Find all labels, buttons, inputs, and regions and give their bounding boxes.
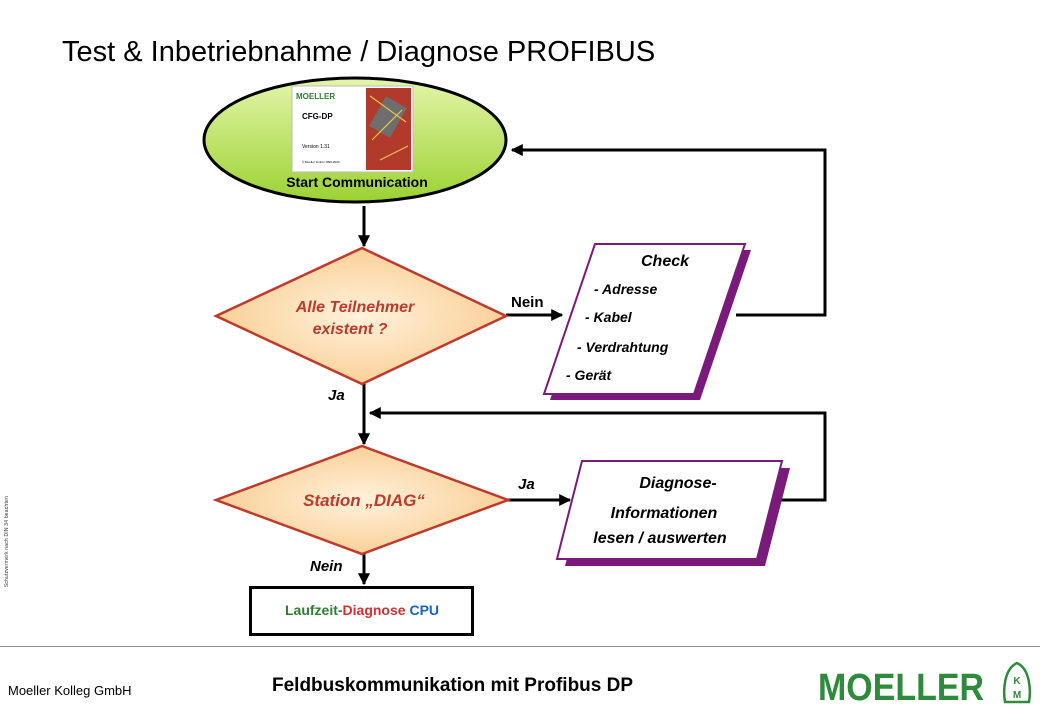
check-item: - Adresse: [594, 281, 658, 297]
footer-title: Feldbuskommunikation mit Profibus DP: [272, 675, 634, 696]
runtime-label-part3: CPU: [406, 602, 439, 618]
moeller-bell-icon: K M: [1002, 661, 1032, 704]
page-title: Test & Inbetriebnahme / Diagnose PROFIBU…: [62, 36, 656, 68]
footer-divider: [0, 646, 1040, 647]
decision2-label: Station „DIAG“: [303, 491, 425, 510]
svg-text:M: M: [1013, 690, 1021, 701]
decision1-line2: existent ?: [313, 321, 388, 338]
svg-text:Laufzeit-Diagnose CPU: Laufzeit-Diagnose CPU: [285, 602, 439, 618]
decision-station-diag: Station „DIAG“: [212, 444, 512, 556]
connectors: [358, 144, 827, 586]
runtime-label-part2: Diagnose: [343, 602, 406, 618]
edge-label-d1-no: Nein: [511, 294, 544, 311]
decision-all-participants: Alle Teilnehmer existent ?: [213, 246, 509, 386]
moeller-logo: MOELLER K M: [818, 661, 1032, 709]
splash-brand: MOELLER: [296, 92, 335, 101]
edge-diag-return: [368, 407, 827, 502]
edge-check-return: [510, 144, 827, 317]
diag-info-line3: lesen / auswerten: [593, 530, 727, 547]
splash-product: CFG-DP: [302, 112, 333, 121]
check-item: - Kabel: [585, 309, 633, 325]
edge-label-d2-yes: Ja: [518, 476, 535, 493]
cfg-dp-splash: MOELLER CFG-DP Version 1.31 © Moeller Gm…: [291, 85, 414, 173]
logo-wordmark: MOELLER: [818, 667, 984, 709]
footer-company: Moeller Kolleg GmbH: [8, 683, 132, 698]
check-item: - Gerät: [566, 367, 612, 383]
diagnose-info-box: Diagnose- Informationen lesen / auswerte…: [555, 460, 790, 566]
check-box: Check - Adresse - Kabel - Verdrahtung - …: [542, 243, 751, 400]
check-title: Check: [641, 253, 690, 270]
decision1-line1: Alle Teilnehmer: [295, 299, 415, 316]
splash-version: Version 1.31: [302, 144, 330, 150]
edge-label-d1-yes: Ja: [328, 387, 345, 404]
runtime-label-part1: Laufzeit-: [285, 602, 343, 618]
start-label: Start Communication: [286, 174, 428, 190]
diag-info-line1: Diagnose-: [639, 475, 716, 492]
splash-copyright: © Moeller GmbH 1996-2000: [302, 160, 340, 164]
edge-label-d2-no: Nein: [310, 558, 343, 575]
runtime-diagnosis-box: Laufzeit-Diagnose CPU: [249, 586, 474, 636]
svg-text:K: K: [1013, 676, 1021, 687]
diag-info-line2: Informationen: [611, 505, 718, 522]
start-node: MOELLER CFG-DP Version 1.31 © Moeller Gm…: [202, 76, 508, 204]
check-item: - Verdrahtung: [577, 339, 669, 355]
